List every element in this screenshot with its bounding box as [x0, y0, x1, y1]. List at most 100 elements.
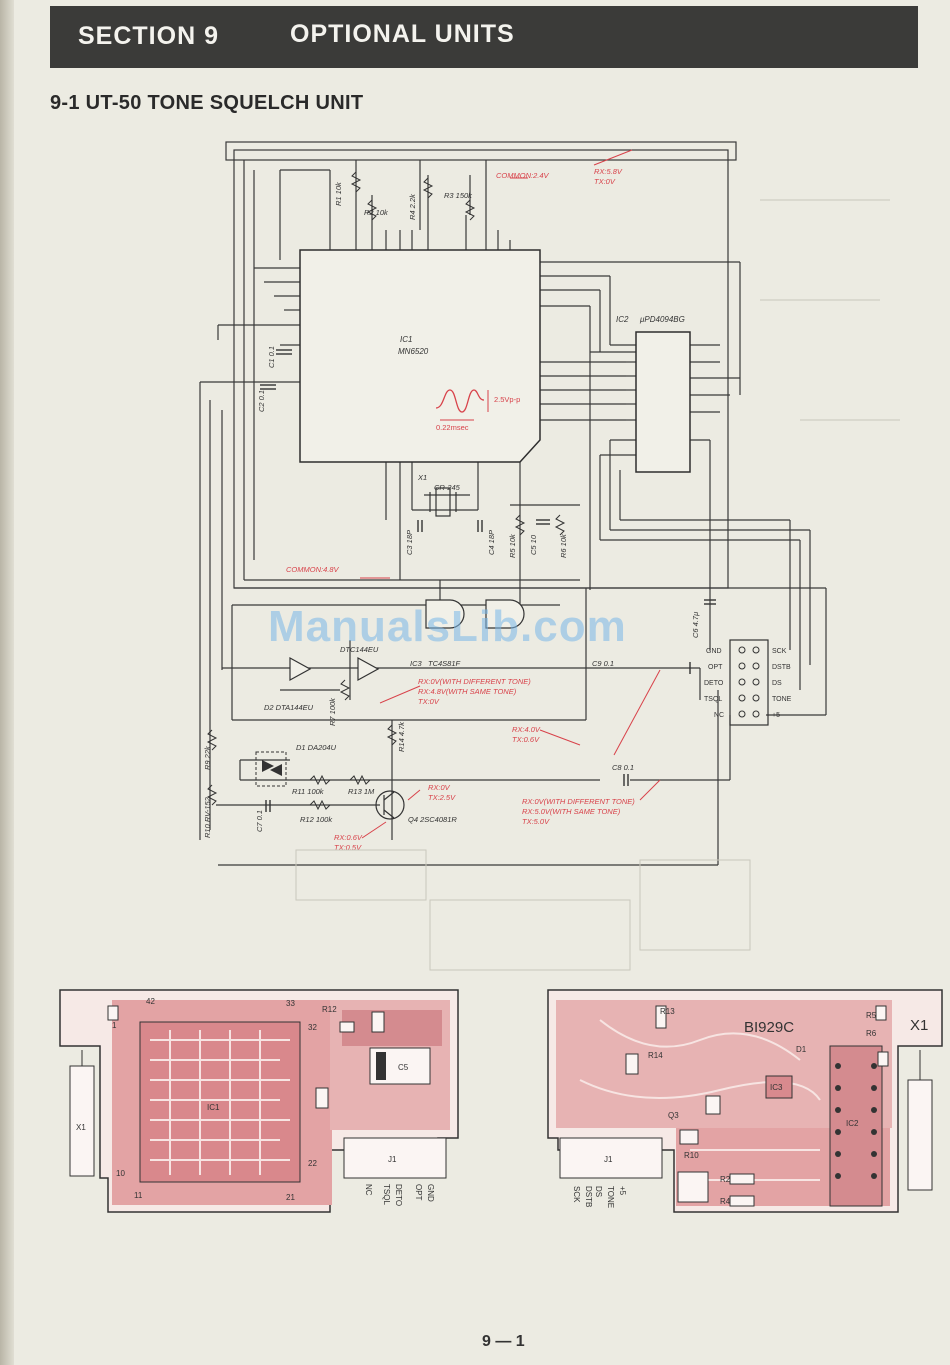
pcb-right-j1-plus5: +5 — [618, 1186, 627, 1196]
ic2-label: IC2 — [616, 315, 629, 324]
subsection-title: 9-1 UT-50 TONE SQUELCH UNIT — [50, 92, 364, 114]
section-number: SECTION 9 — [78, 22, 219, 50]
label-r10: R10 RV-152 — [203, 796, 212, 838]
pcb-right-r2-label: R2 — [720, 1175, 731, 1184]
pcb-right-r14-label: R14 — [648, 1051, 663, 1060]
waveform-amplitude: 2.5Vp-p — [494, 395, 520, 404]
label-r7: R7 100k — [328, 697, 337, 726]
pcb-right-q3-label: Q3 — [668, 1111, 679, 1120]
pcb-right-j1-sck: SCK — [572, 1186, 581, 1203]
note-q4-tx: TX:2.5V — [428, 793, 456, 802]
note-common-top: COMMON:2.4V — [496, 171, 550, 180]
manualslib-watermark: ManualsLib.com — [268, 602, 627, 651]
pcb-left-j1-nc: NC — [364, 1184, 373, 1196]
transistor-q4 — [375, 790, 405, 820]
capacitor-symbols — [260, 349, 716, 812]
pcb-right: BI929C X1 J1 IC2 IC3 R13 R14 Q3 R10 R2 R… — [547, 989, 943, 1213]
pcb-right-r4-label: R4 — [720, 1197, 731, 1206]
note-rx-top: RX:5.8V — [594, 167, 623, 176]
pcb-left-pin1: 1 — [112, 1021, 117, 1030]
note-bottom-3: TX:5.0V — [522, 817, 550, 826]
pcb-left-r12-label: R12 — [322, 1005, 337, 1014]
pcb-left-x-label: X1 — [76, 1123, 86, 1132]
label-r3: R3 150k — [444, 191, 473, 200]
pcb-right-r13-label: R13 — [660, 1007, 675, 1016]
page-number: 9 — 1 — [482, 1333, 525, 1350]
pcb-left-pin11: 11 — [134, 1191, 143, 1200]
conn-pin-sck: SCK — [772, 648, 787, 655]
conn-pin-plus5: +5 — [772, 712, 780, 719]
label-c5: C5 10 — [529, 534, 538, 555]
pcb-left-j-label: J1 — [388, 1155, 397, 1164]
label-r11: R11 100k — [292, 787, 325, 796]
pcb-right-j1-ds: DS — [594, 1186, 603, 1197]
connector-j1: GND OPT DETO TSQL NC SCK DSTB DS TONE +5 — [704, 639, 792, 726]
label-c4: C4 18P — [487, 530, 496, 555]
pcb-right-r10-label: R10 — [684, 1151, 699, 1160]
label-r1: R1 10k — [334, 181, 343, 206]
waveform-annotation: 2.5Vp-p 0.22msec — [435, 389, 520, 432]
label-c6: C6 4.7μ — [691, 612, 700, 638]
conn-pin-opt: OPT — [708, 664, 723, 671]
pcb-left-j1-opt: OPT — [414, 1184, 423, 1201]
diode-d1 — [255, 751, 287, 787]
label-r14: R14 4.7k — [397, 721, 406, 752]
pcb-left-j1-gnd: GND — [426, 1184, 435, 1202]
pcb-left-pin42: 42 — [146, 997, 155, 1006]
section-header-bar — [50, 6, 918, 68]
label-r12: R12 100k — [300, 815, 333, 824]
label-q1: DTC144EU — [340, 645, 379, 654]
conn-pin-ds: DS — [772, 680, 782, 687]
note-q4-rx: RX:0V — [428, 783, 451, 792]
pcb-left-j1-deto: DETO — [394, 1184, 403, 1206]
resistor-symbols — [206, 171, 566, 811]
label-c1: C1 0.1 — [267, 346, 276, 368]
measurement-arrows — [360, 149, 661, 839]
label-r4: R4 2.2k — [408, 193, 417, 220]
conn-pin-dstb: DSTB — [772, 664, 791, 671]
note-bottom-1: RX:0V(WITH DIFFERENT TONE) — [522, 797, 635, 806]
logic-gates — [289, 599, 525, 682]
pcb-left-pin33: 33 — [286, 999, 295, 1008]
ic1-ref: IC1 — [400, 335, 412, 344]
label-r5: R5 10k — [508, 533, 517, 558]
pcb-right-ic2-label: IC2 — [846, 1119, 859, 1128]
note-common-mid: COMMON:4.8V — [286, 565, 340, 574]
note-bottom-2: RX:5.0V(WITH SAME TONE) — [522, 807, 621, 816]
page-edge — [0, 0, 14, 1365]
conn-pin-gnd: GND — [706, 648, 722, 655]
label-d1: D1 DA204U — [296, 743, 337, 752]
ic2-part: μPD4094BG — [639, 315, 685, 324]
crystal-x1 — [429, 487, 457, 517]
conn-pin-nc: NC — [714, 712, 724, 719]
label-c7: C7 0.1 — [255, 810, 264, 832]
conn-pin-tone: TONE — [772, 696, 792, 703]
label-x1: X1 — [417, 473, 427, 482]
pcb-left-c5-label: C5 — [398, 1063, 409, 1072]
note-q4b-tx: TX:0.5V — [334, 843, 362, 852]
pcb-left: IC1 X1 J1 C5 R12 42 33 32 22 21 10 11 1 … — [59, 989, 459, 1213]
label-ic3: IC3 — [410, 659, 423, 668]
note-mid-rx: RX:4.0V — [512, 725, 541, 734]
pcb-right-d1-label: D1 — [796, 1045, 807, 1054]
label-r2: R2 10k — [364, 208, 389, 217]
section-title: OPTIONAL UNITS — [290, 20, 515, 48]
pcb-left-pin21: 21 — [286, 1193, 295, 1202]
label-c3: C3 18P — [405, 530, 414, 555]
pcb-left-pin10: 10 — [116, 1169, 125, 1178]
label-c8: C8 0.1 — [612, 763, 634, 772]
ic1-chip: IC1 MN6520 — [299, 249, 541, 463]
pcb-left-j1-tsql: TSQL — [382, 1184, 391, 1205]
label-q4: Q4 2SC4081R — [408, 815, 457, 824]
note-ic3-3: TX:0V — [418, 697, 440, 706]
label-r6: R6 10k — [559, 533, 568, 558]
label-c9: C9 0.1 — [592, 659, 614, 668]
label-x1-part: CR-245 — [434, 483, 461, 492]
conn-pin-deto: DETO — [704, 680, 724, 687]
waveform-period: 0.22msec — [436, 423, 469, 432]
pcb-right-j1-tone: TONE — [606, 1186, 615, 1208]
label-r13: R13 1M — [348, 787, 375, 796]
pcb-right-r6-label: R6 — [866, 1029, 877, 1038]
label-r9: R9 22k — [203, 745, 212, 770]
